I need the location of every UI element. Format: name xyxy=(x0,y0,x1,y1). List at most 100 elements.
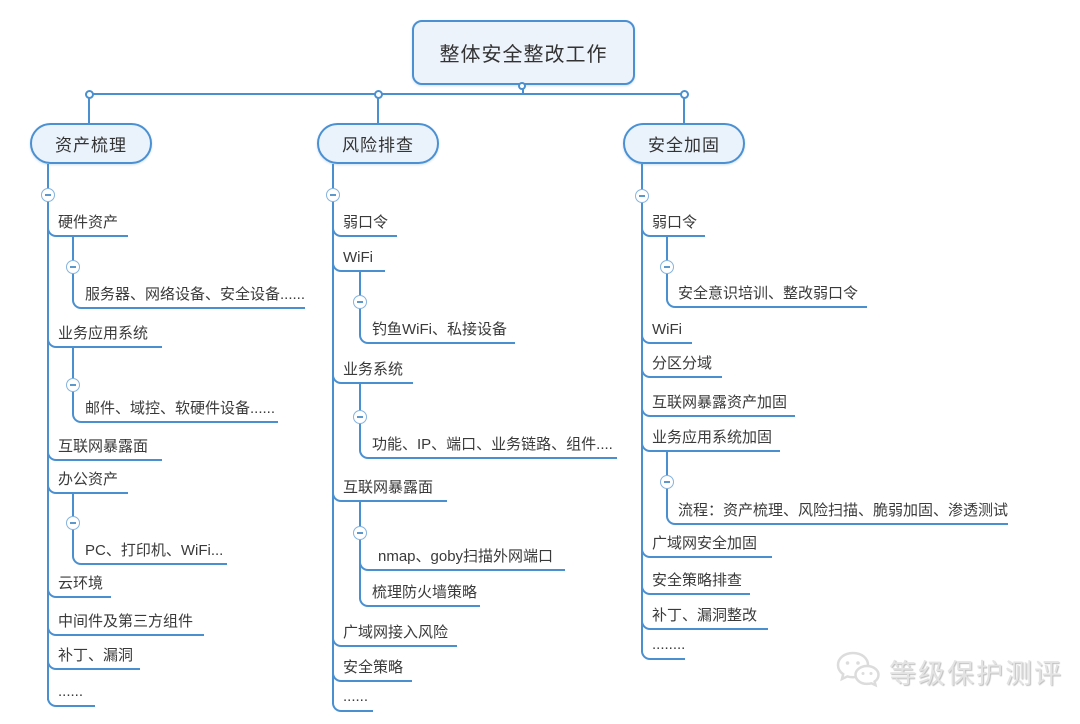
connector-line xyxy=(332,485,447,502)
child-node[interactable]: 业务应用系统加固 xyxy=(652,429,773,446)
child-node[interactable]: 硬件资产 xyxy=(58,214,119,231)
connector-line xyxy=(47,331,162,348)
connector-line xyxy=(641,435,780,452)
root-node-label: 整体安全整改工作 xyxy=(439,44,608,66)
connector-line xyxy=(641,541,772,558)
child-node[interactable]: 弱口令 xyxy=(652,214,698,231)
connector-line xyxy=(641,327,692,344)
child-node[interactable]: 广域网接入风险 xyxy=(343,624,449,641)
connector-line xyxy=(641,220,705,237)
connector-line xyxy=(47,220,128,237)
connector-line xyxy=(641,361,722,378)
connector-line xyxy=(359,501,361,599)
connector-line xyxy=(332,630,457,647)
child-node[interactable]: ...... xyxy=(58,683,84,700)
collapse-button[interactable] xyxy=(353,526,367,540)
connector-junction xyxy=(85,90,94,99)
child-node[interactable]: WiFi xyxy=(343,249,373,266)
connector-junction xyxy=(518,82,526,90)
subchild-node[interactable]: 梳理防火墙策略 xyxy=(372,584,478,601)
connector-line xyxy=(89,93,685,95)
connector-line xyxy=(332,164,334,704)
watermark-text: 等级保护测评 xyxy=(889,658,1063,689)
child-node[interactable]: ........ xyxy=(652,636,686,653)
subchild-node[interactable]: 邮件、域控、软硬件设备...... xyxy=(85,400,276,417)
connector-line xyxy=(359,327,515,344)
connector-line xyxy=(47,164,49,700)
branch-node-risk[interactable]: 风险排查 xyxy=(317,123,439,164)
connector-line xyxy=(332,695,373,712)
collapse-button[interactable] xyxy=(660,260,674,274)
connector-line xyxy=(47,444,162,461)
child-node[interactable]: 业务系统 xyxy=(343,361,404,378)
collapse-button[interactable] xyxy=(353,410,367,424)
connector-line xyxy=(332,255,385,272)
branch-node-hardening[interactable]: 安全加固 xyxy=(623,123,745,164)
connector-line xyxy=(641,613,768,630)
child-node[interactable]: 云环境 xyxy=(58,575,104,592)
child-node[interactable]: ...... xyxy=(343,688,369,705)
connector-line xyxy=(666,508,1008,525)
connector-line xyxy=(332,220,397,237)
child-node[interactable]: 互联网暴露资产加固 xyxy=(652,394,788,411)
connector-junction xyxy=(680,90,689,99)
child-node[interactable]: 补丁、漏洞整改 xyxy=(652,607,758,624)
connector-line xyxy=(359,590,480,607)
connector-line xyxy=(377,93,379,123)
collapse-button[interactable] xyxy=(660,475,674,489)
connector-line xyxy=(47,477,128,494)
connector-line xyxy=(641,578,750,595)
watermark: 等级保护测评 xyxy=(835,650,1063,692)
subchild-node[interactable]: 流程：资产梳理、风险扫描、脆弱加固、渗透测试 xyxy=(678,502,1009,519)
connector-line xyxy=(47,619,204,636)
subchild-node[interactable]: PC、打印机、WiFi... xyxy=(85,542,224,559)
connector-line xyxy=(88,93,90,123)
subchild-node[interactable]: 服务器、网络设备、安全设备...... xyxy=(85,286,306,303)
connector-line xyxy=(641,643,685,660)
connector-line xyxy=(666,291,867,308)
connector-line xyxy=(332,367,413,384)
branch-node-assets[interactable]: 资产梳理 xyxy=(30,123,152,164)
connector-line xyxy=(359,554,565,571)
collapse-button[interactable] xyxy=(353,295,367,309)
connector-line xyxy=(47,653,140,670)
branch-node-label: 资产梳理 xyxy=(55,136,127,155)
connector-line xyxy=(359,442,617,459)
root-node[interactable]: 整体安全整改工作 xyxy=(412,20,635,85)
child-node[interactable]: 办公资产 xyxy=(58,471,119,488)
connector-junction xyxy=(374,90,383,99)
branch-node-label: 安全加固 xyxy=(648,136,720,155)
child-node[interactable]: 业务应用系统 xyxy=(58,325,149,342)
child-node[interactable]: 弱口令 xyxy=(343,214,389,231)
subchild-node[interactable]: nmap、goby扫描外网端口 xyxy=(378,548,554,565)
collapse-button[interactable] xyxy=(66,516,80,530)
child-node[interactable]: 中间件及第三方组件 xyxy=(58,613,194,630)
child-node[interactable]: WiFi xyxy=(652,321,682,338)
child-node[interactable]: 广域网安全加固 xyxy=(652,535,758,552)
connector-line xyxy=(683,93,685,123)
connector-line xyxy=(332,665,412,682)
collapse-button[interactable] xyxy=(41,188,55,202)
collapse-button[interactable] xyxy=(66,260,80,274)
connector-line xyxy=(641,400,795,417)
collapse-button[interactable] xyxy=(635,189,649,203)
child-node[interactable]: 安全策略排查 xyxy=(652,572,743,589)
child-node[interactable]: 安全策略 xyxy=(343,659,404,676)
subchild-node[interactable]: 钓鱼WiFi、私接设备 xyxy=(372,321,507,338)
branch-node-label: 风险排查 xyxy=(342,136,414,155)
connector-line xyxy=(72,292,305,309)
child-node[interactable]: 补丁、漏洞 xyxy=(58,647,134,664)
child-node[interactable]: 互联网暴露面 xyxy=(343,479,434,496)
connector-line xyxy=(72,548,227,565)
collapse-button[interactable] xyxy=(326,188,340,202)
subchild-node[interactable]: 安全意识培训、整改弱口令 xyxy=(678,285,859,302)
connector-line xyxy=(47,690,95,707)
child-node[interactable]: 互联网暴露面 xyxy=(58,438,149,455)
collapse-button[interactable] xyxy=(66,378,80,392)
child-node[interactable]: 分区分域 xyxy=(652,355,713,372)
connector-line xyxy=(47,581,111,598)
wechat-icon xyxy=(835,650,881,692)
connector-line xyxy=(72,347,74,407)
subchild-node[interactable]: 功能、IP、端口、业务链路、组件.... xyxy=(372,436,613,453)
